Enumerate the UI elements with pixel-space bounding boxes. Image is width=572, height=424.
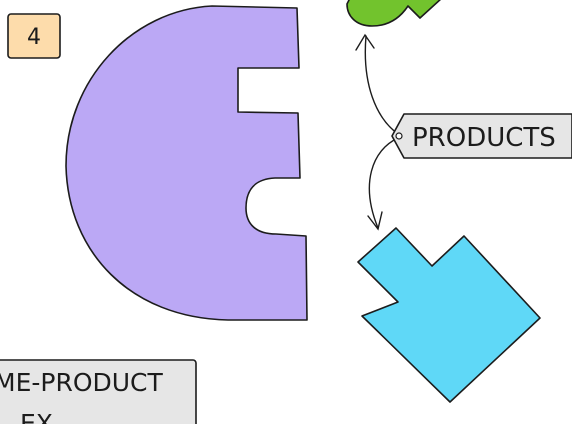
tag-hole [395, 132, 403, 140]
note-line-2: EX [20, 409, 53, 424]
purple-e-shape [65, 5, 308, 321]
note-box-frame [0, 359, 197, 424]
connector-arrows [355, 33, 399, 231]
step-badge-box [7, 13, 61, 59]
products-tag: PRODUCTS [391, 113, 572, 159]
note-line-1: ME-PRODUCT [0, 368, 164, 397]
cyan-shape [357, 227, 541, 403]
step-badge: 4 [7, 13, 61, 59]
step-badge-number: 4 [27, 25, 41, 50]
note-box: ME-PRODUCT EX [0, 359, 197, 424]
arrow-to-cyan-head [367, 211, 383, 231]
products-tag-body [391, 113, 572, 159]
green-shape [346, 0, 441, 27]
arrow-to-green-head [355, 33, 375, 51]
products-tag-label: PRODUCTS [412, 123, 556, 153]
arrow-to-cyan [368, 137, 399, 229]
arrow-to-green [364, 35, 399, 135]
